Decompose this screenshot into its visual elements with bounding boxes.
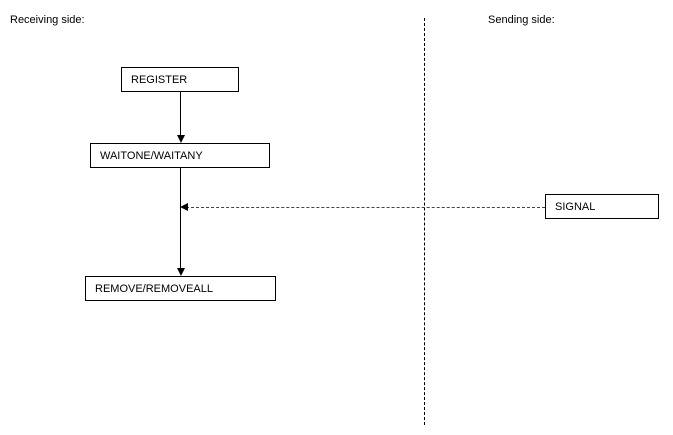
side-divider-dashed-line	[424, 18, 425, 425]
node-waitone-waitany[interactable]: WAITONE/WAITANY	[90, 143, 270, 168]
edge-signal-to-receiving-dashed-line	[186, 207, 545, 208]
node-remove-removeall[interactable]: REMOVE/REMOVEALL	[85, 276, 276, 301]
edge-register-to-waitone-arrowhead-icon	[177, 135, 185, 143]
node-signal[interactable]: SIGNAL	[545, 194, 659, 219]
sending-side-label: Sending side:	[488, 14, 555, 26]
edge-waitone-to-remove-line	[180, 168, 181, 269]
edge-waitone-to-remove-arrowhead-icon	[177, 268, 185, 276]
edge-register-to-waitone-line	[180, 92, 181, 136]
node-register[interactable]: REGISTER	[121, 67, 239, 92]
receiving-side-label: Receiving side:	[10, 14, 85, 26]
edge-signal-to-receiving-arrowhead-icon	[180, 203, 188, 211]
